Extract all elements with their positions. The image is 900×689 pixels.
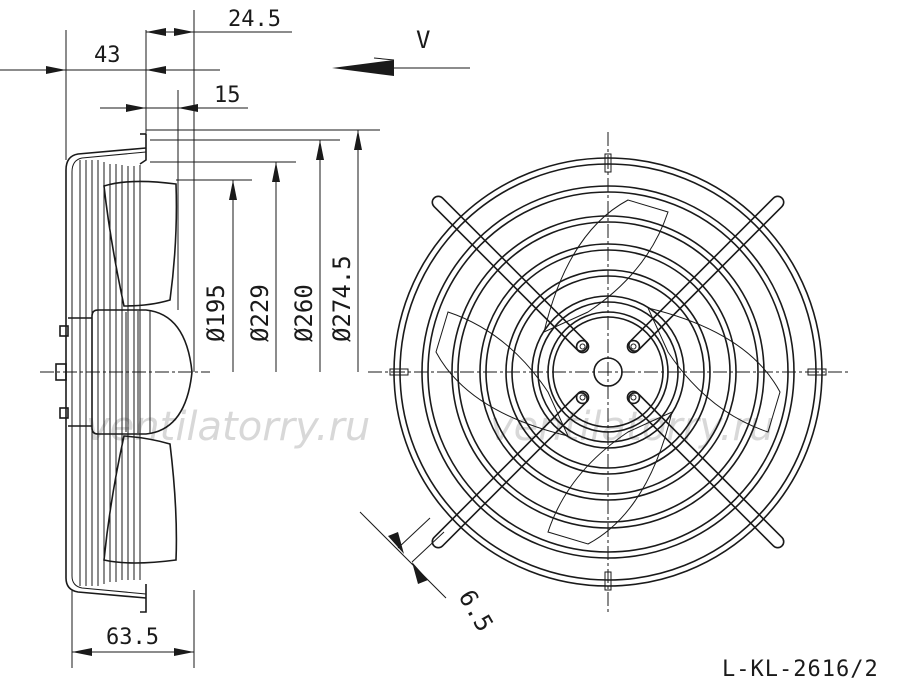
dim-6-5: 6.5 bbox=[453, 585, 499, 637]
front-hub bbox=[593, 357, 623, 387]
side-view: 24.5 43 15 Ø195 Ø229 Ø260 Ø274.5 63.5 bbox=[0, 7, 380, 668]
dim-d260: Ø260 bbox=[290, 284, 318, 342]
drawing-code: L-KL-2616/2 bbox=[722, 657, 879, 682]
dim-43: 43 bbox=[94, 43, 121, 68]
side-guard-rings bbox=[65, 133, 147, 613]
dim-d195: Ø195 bbox=[202, 284, 230, 342]
front-struts bbox=[431, 195, 785, 549]
side-motor bbox=[55, 309, 193, 435]
front-ring-clips bbox=[389, 153, 827, 591]
front-view bbox=[368, 132, 848, 612]
view-label-v: V bbox=[416, 26, 430, 54]
dim-15: 15 bbox=[214, 83, 241, 108]
watermark-left: ventilatorry.ru bbox=[86, 404, 370, 450]
dim-24-5: 24.5 bbox=[228, 7, 281, 32]
front-guard-rings bbox=[393, 157, 823, 587]
dim-d229: Ø229 bbox=[246, 284, 274, 342]
dim-63-5: 63.5 bbox=[106, 625, 159, 650]
side-blades bbox=[103, 180, 178, 564]
dim-d274-5: Ø274.5 bbox=[328, 255, 356, 342]
view-arrow: V bbox=[332, 26, 470, 76]
dim-6-5-group: 6.5 bbox=[359, 511, 499, 637]
front-blades bbox=[435, 199, 781, 545]
